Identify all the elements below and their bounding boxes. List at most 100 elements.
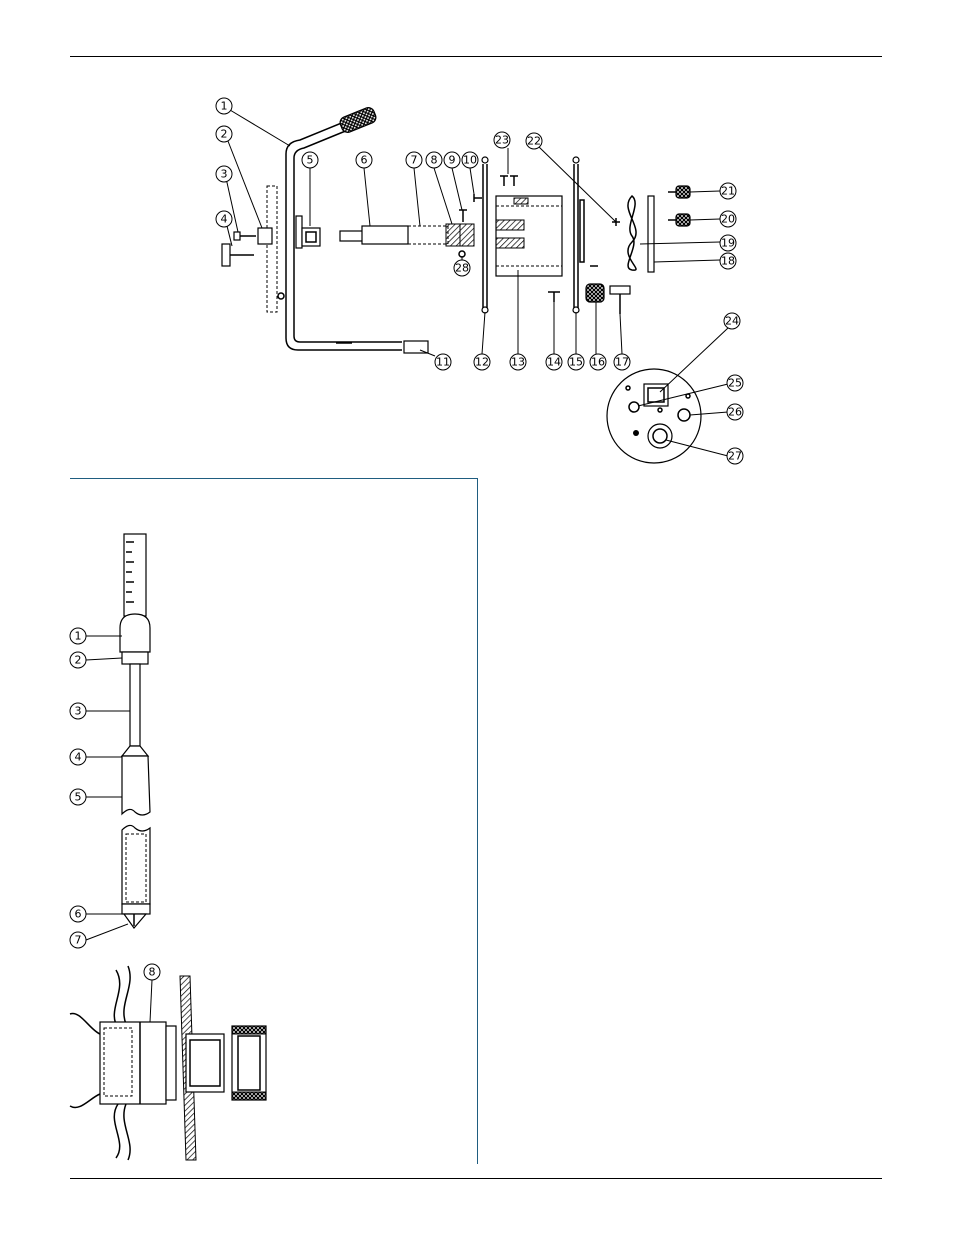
housing-hatch-a [496, 220, 524, 230]
callout-text: 8 [431, 154, 438, 167]
callout-probe-5: 5 [70, 789, 86, 805]
housing-part [496, 196, 562, 276]
knob-21 [676, 186, 690, 198]
callout-text: 11 [436, 356, 450, 369]
callout-exploded-20: 20 [720, 211, 736, 227]
callout-text: 23 [495, 134, 509, 147]
knob-20 [676, 214, 690, 226]
housing-slot [514, 198, 528, 204]
callout-exploded-28: 28 [454, 260, 470, 276]
callout-exploded-14: 14 [546, 354, 562, 370]
callout-exploded-8: 8 [426, 152, 442, 168]
callout-exploded-15: 15 [568, 354, 584, 370]
collar-part-b [460, 224, 474, 246]
callout-exploded-17: 17 [614, 354, 630, 370]
wire-bottom-a [114, 1104, 119, 1158]
connector-nut-thread-top [232, 1026, 266, 1034]
callout-exploded-2: 2 [216, 126, 232, 142]
wire-loop [628, 196, 636, 270]
callout-probe-4: 4 [70, 749, 86, 765]
callout-exploded-9: 9 [444, 152, 460, 168]
probe-rod [130, 664, 140, 746]
panel-plate [648, 196, 654, 272]
callout-exploded-3: 3 [216, 166, 232, 182]
wire-bottom-b [124, 1104, 130, 1160]
connector-body [100, 1022, 166, 1104]
knurled-nut [586, 284, 604, 302]
callout-text: 24 [725, 315, 739, 328]
control-panel-disk [607, 369, 701, 463]
bolt-head [610, 286, 630, 294]
callout-text: 27 [728, 450, 742, 463]
callout-text: 21 [721, 185, 735, 198]
lever-arm-inner [294, 130, 348, 158]
callout-exploded-7: 7 [406, 152, 422, 168]
probe-ring [122, 652, 148, 664]
panel-screw-hole [633, 430, 639, 436]
callout-text: 13 [511, 356, 525, 369]
callout-exploded-1: 1 [216, 98, 232, 114]
callout-exploded-22: 22 [526, 133, 542, 149]
wire-left-bottom [70, 1094, 100, 1107]
connector-nut [232, 1026, 266, 1100]
housing-hatch-b [496, 238, 524, 248]
callout-text: 22 [527, 135, 541, 148]
wall-plate [267, 186, 277, 312]
exploded-parts [222, 106, 701, 463]
callout-text: 2 [75, 654, 82, 667]
callout-exploded-27: 27 [727, 448, 743, 464]
callout-text: 18 [721, 255, 735, 268]
collar-part [446, 224, 460, 246]
wire-top-b [124, 966, 130, 1024]
nut-part [258, 228, 272, 244]
callout-exploded-13: 13 [510, 354, 526, 370]
screw-head [234, 232, 240, 240]
callout-text: 7 [75, 934, 82, 947]
callout-exploded-23: 23 [494, 132, 510, 148]
callout-exploded-24: 24 [724, 313, 740, 329]
shaft-body [362, 226, 408, 244]
graduated-tube [124, 534, 146, 616]
callout-exploded-21: 21 [720, 183, 736, 199]
callout-probe-6: 6 [70, 906, 86, 922]
callout-text: 3 [75, 705, 82, 718]
thumb-screw-head [222, 244, 230, 266]
probe-body [122, 756, 150, 815]
callout-exploded-4: 4 [216, 211, 232, 227]
callout-probe-3: 3 [70, 703, 86, 719]
connector-flange [166, 1026, 176, 1100]
callout-text: 3 [221, 168, 228, 181]
callout-text: 6 [361, 154, 368, 167]
probe-taper [122, 746, 148, 756]
callout-exploded-10: 10 [462, 152, 478, 168]
callout-text: 1 [75, 630, 82, 643]
callout-text: 5 [75, 791, 82, 804]
lever-bracket [296, 216, 302, 248]
lever-rod [286, 154, 402, 350]
bushing-part [302, 228, 320, 246]
wire-top-a [114, 970, 119, 1028]
callout-text: 19 [721, 237, 735, 250]
plate-hole [278, 293, 284, 299]
sleeve-part [408, 226, 448, 244]
lever-end-cap [404, 341, 428, 353]
callout-text: 12 [475, 356, 489, 369]
callout-text: 26 [728, 406, 742, 419]
connector-nut-thread-bottom [232, 1092, 266, 1100]
callout-exploded-11: 11 [435, 354, 451, 370]
callout-probe-1: 1 [70, 628, 86, 644]
callout-text: 2 [221, 128, 228, 141]
wire-left-top [70, 1013, 100, 1034]
callout-text: 9 [449, 154, 456, 167]
probe-tip-collar [122, 904, 150, 914]
callout-probe-7: 7 [70, 932, 86, 948]
callout-text: 25 [728, 377, 742, 390]
probe-tip [124, 914, 146, 928]
connector-nipple [186, 1034, 224, 1092]
lever-grip [338, 106, 377, 134]
callout-text: 7 [411, 154, 418, 167]
callout-text: 17 [615, 356, 629, 369]
callout-text: 5 [307, 154, 314, 167]
shaft-tip [340, 231, 364, 241]
